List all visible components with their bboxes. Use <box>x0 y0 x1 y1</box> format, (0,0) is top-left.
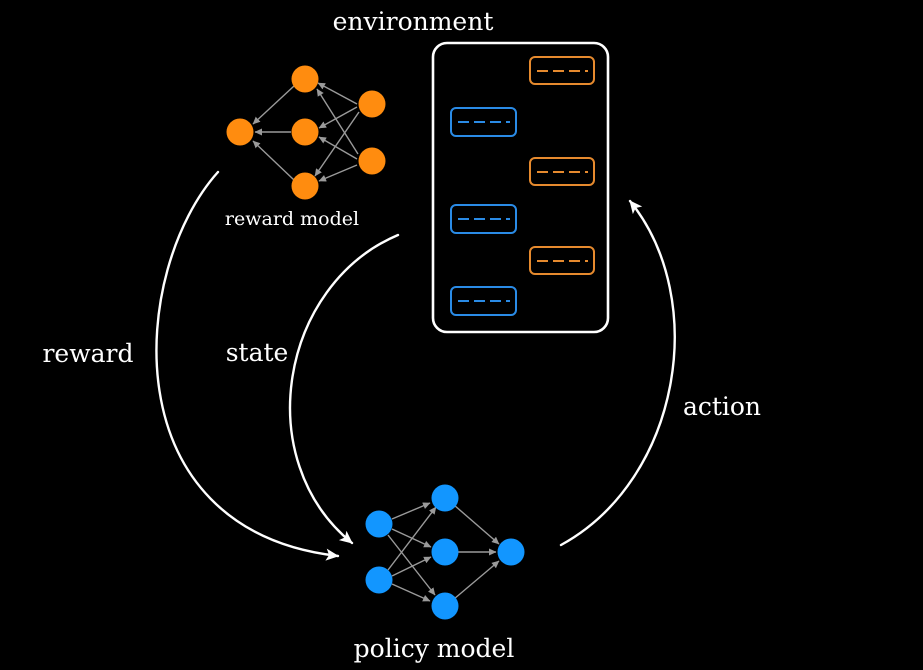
policy-node <box>431 484 459 512</box>
reward-node <box>358 147 386 175</box>
state-arrow <box>288 233 400 545</box>
reward-node <box>291 172 319 200</box>
message-blue <box>450 286 517 316</box>
reward-node <box>358 90 386 118</box>
policy-model-label: policy model <box>354 634 515 663</box>
policy-node <box>365 566 393 594</box>
reward-model-network-icon <box>226 65 386 200</box>
environment-title: environment <box>333 7 494 36</box>
policy-node <box>431 592 459 620</box>
message-blue <box>450 107 517 137</box>
policy-node <box>497 538 525 566</box>
message-orange <box>529 246 595 275</box>
policy-model-network-icon <box>365 484 525 620</box>
policy-node <box>365 510 393 538</box>
action-arrow <box>559 199 676 547</box>
reward-node <box>291 118 319 146</box>
reward-model-label: reward model <box>225 208 359 230</box>
environment-panel <box>431 41 610 334</box>
reward-arrow <box>155 170 340 561</box>
policy-node <box>431 538 459 566</box>
message-blue <box>450 204 517 234</box>
action-label: action <box>683 392 761 421</box>
state-label: state <box>226 338 289 367</box>
message-orange <box>529 157 595 186</box>
reward-label: reward <box>42 339 133 368</box>
reward-node <box>226 118 254 146</box>
message-orange <box>529 56 595 85</box>
reward-node <box>291 65 319 93</box>
